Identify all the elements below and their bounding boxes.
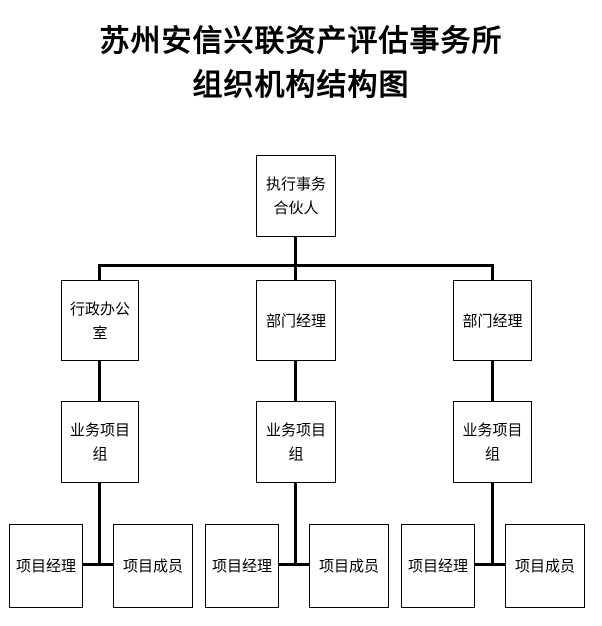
connector-col1-drop xyxy=(98,264,101,281)
chart-title-line2: 组织机构结构图 xyxy=(192,68,410,103)
chart-title-line1: 苏州安信兴联资产评估事务所 xyxy=(99,24,503,59)
connector-col3-drop xyxy=(491,264,494,281)
connector-col3-mid xyxy=(491,360,494,402)
connector-col3-split xyxy=(474,563,506,566)
node-executive-partner: 执行事务 合伙人 xyxy=(256,155,336,237)
connector-col2-low xyxy=(294,482,297,564)
connector-col3-low xyxy=(491,482,494,564)
connector-col2-drop xyxy=(294,264,297,281)
connector-top-down xyxy=(294,236,297,266)
connector-col1-split xyxy=(82,563,114,566)
node-business-project-group-3: 业务项目 组 xyxy=(453,401,532,483)
node-department-manager-2: 部门经理 xyxy=(453,280,532,361)
node-admin-office: 行政办公 室 xyxy=(61,280,139,361)
connector-col2-mid xyxy=(294,360,297,402)
node-project-manager-3: 项目经理 xyxy=(401,524,475,608)
connector-col1-mid xyxy=(98,360,101,402)
node-business-project-group-1: 业务项目 组 xyxy=(61,401,139,483)
connector-col2-split xyxy=(278,563,310,566)
node-project-member-2: 项目成员 xyxy=(309,524,389,608)
node-department-manager-1: 部门经理 xyxy=(256,280,336,361)
node-project-member-3: 项目成员 xyxy=(505,524,585,608)
connector-col1-low xyxy=(98,482,101,564)
node-project-manager-1: 项目经理 xyxy=(9,524,83,608)
node-project-member-1: 项目成员 xyxy=(113,524,193,608)
node-project-manager-2: 项目经理 xyxy=(205,524,279,608)
node-business-project-group-2: 业务项目 组 xyxy=(256,401,336,483)
